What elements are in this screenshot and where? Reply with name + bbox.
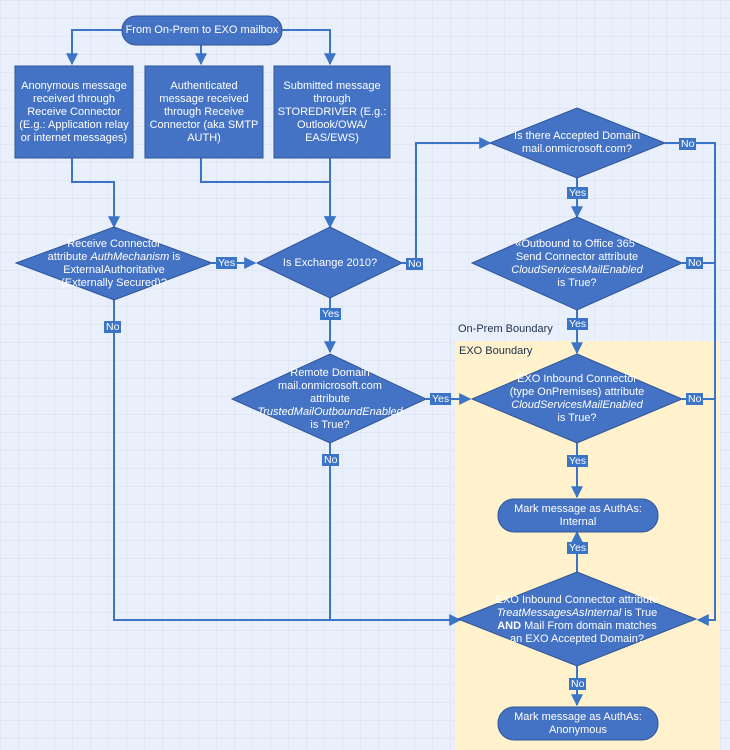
edge-label-no-remote: No bbox=[322, 454, 340, 466]
onprem-boundary-label: On-Prem Boundary bbox=[458, 323, 553, 335]
node-exchange-2010-label: Is Exchange 2010? bbox=[282, 256, 378, 269]
edge-label-yes-remote: Yes bbox=[430, 393, 452, 405]
node-accepted-domain bbox=[488, 107, 667, 179]
treat-text-pre: EXO Inbound Connector attribute bbox=[495, 594, 659, 606]
treat-text-post: Mail From domain matches an EXO Accepted… bbox=[510, 620, 657, 645]
edge-label-no-exchange: No bbox=[406, 258, 424, 270]
outbound-text-attr: CloudServicesMailEnabled bbox=[511, 264, 643, 276]
node-receive-connector-label: Receive Connector attribute AuthMechanis… bbox=[46, 236, 182, 292]
treat-text-and: AND bbox=[497, 620, 522, 632]
node-mark-internal bbox=[497, 498, 659, 533]
edge-label-yes-exo: Yes bbox=[567, 455, 589, 467]
remote-text-attr: TrustedMailOutboundEnabled bbox=[257, 405, 403, 418]
remote-text-pre: Remote Domain mail.onmicrosoft.com attri… bbox=[278, 366, 382, 405]
edge-label-no-receive: No bbox=[104, 321, 122, 333]
outbound-text-post: is True? bbox=[557, 277, 597, 289]
edge-label-yes-receive: Yes bbox=[216, 257, 238, 269]
node-accepted-domain-label: Is there Accepted Domain mail.onmicrosof… bbox=[514, 130, 640, 155]
remote-text-post: is True? bbox=[310, 418, 350, 431]
node-treat-internal bbox=[456, 571, 698, 667]
edge-anon-receive bbox=[71, 158, 120, 229]
edge-label-yes-accepted: Yes bbox=[567, 187, 589, 199]
treat-text-attr: TreatMessagesAsInternal bbox=[496, 607, 622, 619]
node-mark-anonymous-label: Mark message as AuthAs: Anonymous bbox=[514, 710, 642, 736]
node-treat-internal-label: EXO Inbound Connector attribute TreatMes… bbox=[494, 588, 660, 652]
edge-exchange-accepted-no bbox=[402, 137, 492, 264]
node-mark-anonymous bbox=[497, 706, 659, 741]
receive-connector-text-attr: AuthMechanism bbox=[90, 251, 170, 263]
node-submitted bbox=[273, 65, 391, 159]
edge-auth-exchange bbox=[200, 158, 336, 229]
receive-connector-text-pre: Receive Connector attribute bbox=[47, 238, 161, 263]
treat-text-mid: is True bbox=[621, 607, 658, 619]
edge-label-yes-exchange: Yes bbox=[320, 308, 342, 320]
edge-label-no-outbound: No bbox=[686, 257, 704, 269]
node-submitted-label: Submitted message through STOREDRIVER (E… bbox=[277, 79, 387, 144]
edge-label-no-treat: No bbox=[569, 678, 587, 690]
edge-start-submitted bbox=[282, 29, 336, 66]
node-exchange-2010 bbox=[255, 226, 404, 299]
node-exo-inbound bbox=[470, 353, 684, 444]
edge-label-yes-outbound: Yes bbox=[567, 318, 589, 330]
edge-receive-treat-no bbox=[113, 300, 462, 626]
node-anon-label: Anonymous message received through Recei… bbox=[19, 79, 129, 144]
node-receive-connector bbox=[14, 226, 214, 301]
node-exo-inbound-label: EXO Inbound Connector (type OnPremises) … bbox=[506, 371, 648, 427]
edge-label-no-exo: No bbox=[686, 393, 704, 405]
node-auth-label: Authenticated message received through R… bbox=[149, 79, 259, 144]
edge-label-yes-treat: Yes bbox=[567, 542, 589, 554]
receive-connector-text-post: is ExternalAuthoritative (Externally Sec… bbox=[61, 251, 181, 289]
node-remote-domain bbox=[230, 353, 428, 444]
exo-inbound-text-attr: CloudServicesMailEnabled bbox=[511, 399, 643, 411]
node-auth bbox=[144, 65, 264, 159]
node-start bbox=[121, 15, 283, 46]
node-mark-internal-label: Mark message as AuthAs: Internal bbox=[514, 502, 642, 528]
node-start-label: From On-Prem to EXO mailbox bbox=[125, 24, 279, 36]
node-remote-domain-label: Remote Domain mail.onmicrosoft.com attri… bbox=[257, 367, 402, 431]
exo-inbound-text-post: is True? bbox=[557, 412, 597, 424]
exo-inbound-text-pre: EXO Inbound Connector (type OnPremises) … bbox=[509, 373, 645, 398]
node-outbound-connector-label: «Outbound to Office 365" Send Connector … bbox=[506, 236, 648, 292]
outbound-text-pre: «Outbound to Office 365" Send Connector … bbox=[515, 238, 639, 263]
node-outbound-connector bbox=[470, 216, 684, 311]
exo-boundary-label: EXO Boundary bbox=[459, 345, 533, 357]
edge-label-no-accepted: No bbox=[679, 138, 697, 150]
node-anon bbox=[14, 65, 134, 159]
edge-start-anon bbox=[66, 29, 122, 66]
